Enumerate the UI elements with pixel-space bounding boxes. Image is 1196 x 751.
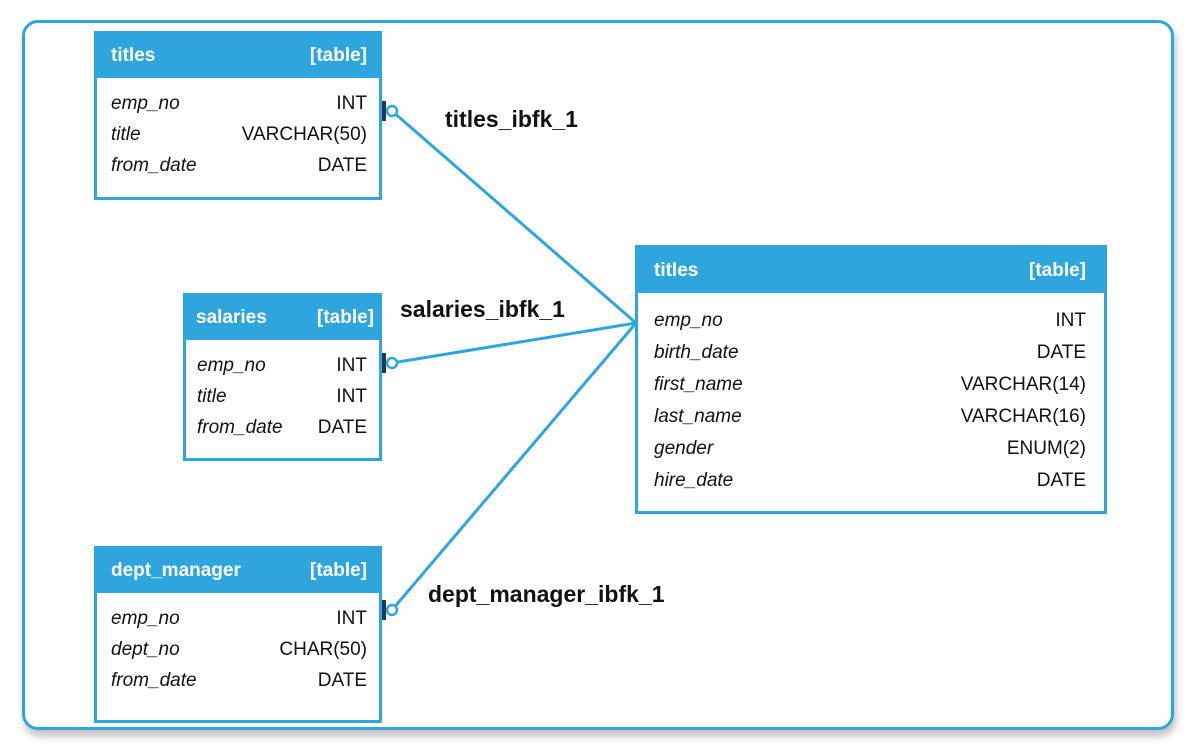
column-row[interactable]: emp_no INT (97, 603, 379, 634)
column-type: INT (336, 354, 367, 376)
table-kind: [table] (317, 307, 374, 328)
column-row[interactable]: hire_date DATE (638, 465, 1104, 497)
table-name: titles (654, 259, 699, 281)
column-row[interactable]: last_name VARCHAR(16) (638, 401, 1104, 433)
column-name: hire_date (654, 470, 734, 491)
column-name: dept_no (111, 638, 180, 660)
column-type: INT (1055, 310, 1086, 331)
column-name: birth_date (654, 342, 739, 363)
table-kind: [table] (310, 560, 367, 581)
column-name: gender (654, 438, 714, 459)
table-titles-top[interactable]: titles [table] emp_no INT title VARCHAR(… (94, 31, 382, 200)
table-header[interactable]: titles [table] (638, 248, 1104, 293)
column-row[interactable]: birth_date DATE (638, 337, 1104, 369)
column-name: emp_no (111, 92, 180, 114)
column-type: DATE (317, 669, 367, 691)
table-name: titles (111, 45, 156, 66)
column-row[interactable]: emp_no INT (638, 305, 1104, 337)
table-header[interactable]: salaries [table] (186, 296, 379, 340)
table-kind: [table] (1029, 259, 1086, 281)
column-type: CHAR(50) (279, 638, 367, 660)
relation-label-salaries: salaries_ibfk_1 (400, 296, 565, 322)
column-type: VARCHAR(14) (960, 374, 1086, 395)
relation-label-titles: titles_ibfk_1 (445, 106, 578, 132)
column-row[interactable]: first_name VARCHAR(14) (638, 369, 1104, 401)
column-name: first_name (654, 374, 743, 395)
column-name: from_date (111, 669, 197, 691)
column-type: VARCHAR(50) (241, 123, 367, 145)
table-header[interactable]: dept_manager [table] (97, 549, 379, 593)
column-type: INT (336, 607, 367, 629)
column-type: DATE (317, 416, 367, 438)
table-dept-manager[interactable]: dept_manager [table] emp_no INT dept_no … (94, 546, 382, 723)
column-name: emp_no (654, 310, 723, 331)
column-row[interactable]: emp_no INT (97, 88, 379, 119)
table-header[interactable]: titles [table] (97, 34, 379, 78)
table-salaries[interactable]: salaries [table] emp_no INT title INT fr… (183, 293, 382, 461)
column-row[interactable]: gender ENUM(2) (638, 433, 1104, 465)
column-type: DATE (317, 154, 367, 176)
column-name: from_date (111, 154, 197, 176)
column-type: DATE (1036, 470, 1086, 491)
column-type: VARCHAR(16) (960, 406, 1086, 427)
column-name: emp_no (111, 607, 180, 629)
column-name: emp_no (197, 354, 266, 376)
column-name: title (111, 123, 141, 145)
table-titles-main[interactable]: titles [table] emp_no INT birth_date DAT… (635, 245, 1107, 514)
column-type: INT (336, 92, 367, 114)
column-row[interactable]: title INT (186, 381, 379, 412)
column-name: title (197, 385, 227, 407)
column-type: INT (336, 385, 367, 407)
table-kind: [table] (310, 45, 367, 66)
table-name: salaries (196, 307, 267, 328)
column-row[interactable]: emp_no INT (186, 350, 379, 381)
table-name: dept_manager (111, 560, 241, 581)
column-row[interactable]: from_date DATE (97, 150, 379, 181)
column-row[interactable]: from_date DATE (186, 412, 379, 443)
column-row[interactable]: from_date DATE (97, 665, 379, 696)
column-type: DATE (1036, 342, 1086, 363)
column-type: ENUM(2) (1006, 438, 1086, 459)
column-row[interactable]: dept_no CHAR(50) (97, 634, 379, 665)
column-name: last_name (654, 406, 742, 427)
column-name: from_date (197, 416, 283, 438)
relation-label-dept-manager: dept_manager_ibfk_1 (428, 581, 665, 607)
column-row[interactable]: title VARCHAR(50) (97, 119, 379, 150)
